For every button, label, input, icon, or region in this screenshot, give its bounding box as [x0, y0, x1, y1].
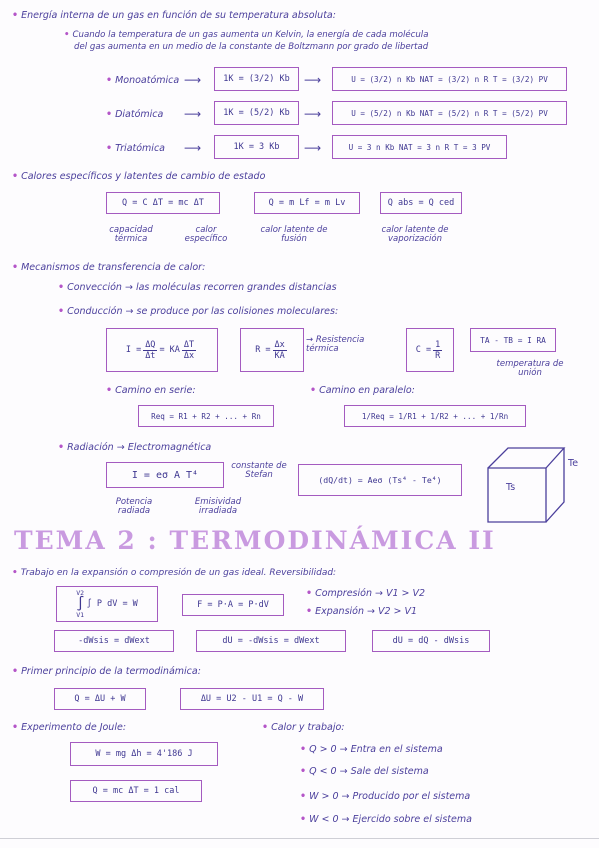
calor-heading: •Calor y trabajo: [262, 722, 345, 733]
expansion-line: •Expansión → V2 > V1 [306, 606, 418, 617]
formula-box-integral: V2∫V1 ∫ P dV = W [56, 586, 158, 622]
cube-outer-label: Te [568, 458, 579, 469]
arrow-icon: ⟶ [184, 107, 202, 121]
label-capacidad: capacidad térmica [109, 225, 153, 244]
cube-diagram [487, 447, 566, 523]
conveccion-line: •Convección → las moléculas recorren gra… [58, 282, 337, 293]
formula-box: U = 3 n Kb NAT = 3 n R T = 3 PV [332, 135, 507, 159]
formula-box: dU = dQ - dWsis [372, 630, 490, 652]
tema-title: TEMA 2 : TERMODINÁMICA II [14, 526, 496, 555]
row-label-monoatomica: •Monoatómica [106, 75, 180, 86]
formula-box: Q = C ΔT = mc ΔT [106, 192, 220, 214]
formula-box: -dWsis = dWext [54, 630, 174, 652]
label-emisividad: Emisividad irradiada [194, 497, 242, 516]
trabajo-heading: •Trabajo en la expansión o compresión de… [12, 568, 337, 578]
compresion-line: •Compresión → V1 > V2 [306, 588, 426, 599]
formula-box-radiacion-neta: (dQ/dt) = Aeσ (Ts⁴ - Te⁴) [298, 464, 462, 496]
cube-inner-label: Ts [506, 482, 516, 493]
arrow-icon: ⟶ [304, 73, 322, 87]
formula-box: W = mg Δh = 4'186 J [70, 742, 218, 766]
formula-box: U = (5/2) n Kb NAT = (5/2) n R T = (5/2)… [332, 101, 567, 125]
page-divider [0, 838, 599, 839]
formula-box: dU = -dWsis = dWext [196, 630, 346, 652]
formula-box: 1K = 3 Kb [214, 135, 299, 159]
label-resistencia-termica: → Resistencia térmica [306, 335, 365, 354]
formula-box: Q abs = Q ced [380, 192, 462, 214]
energia-note-1: •Cuando la temperatura de un gas aumenta… [64, 30, 429, 40]
formula-box: Q = ΔU + W [54, 688, 146, 710]
arrow-icon: ⟶ [184, 73, 202, 87]
formula-box: ΔU = U2 - U1 = Q - W [180, 688, 324, 710]
joule-heading: •Experimento de Joule: [12, 722, 127, 733]
label-temperatura-union: temperatura de unión [496, 359, 564, 378]
conduccion-line: •Conducción → se produce por las colisio… [58, 306, 339, 317]
calor-trabajo-item: •Q > 0 → Entra en el sistema [300, 744, 443, 755]
label-calor-vaporizacion: calor latente de vaporización [381, 225, 449, 244]
formula-box-temperatura: TA - TB = I RA [470, 328, 556, 352]
radiacion-line: •Radiación → Electromagnética [58, 442, 212, 453]
label-potencia: Potencia radiada [115, 497, 153, 516]
arrow-icon: ⟶ [184, 141, 202, 155]
row-label-diatomica: •Diatómica [106, 109, 164, 120]
label-stefan: constante de Stefan [231, 461, 287, 480]
formula-box-radiacion: I = eσ A T⁴ [106, 462, 224, 488]
serie-label: •Camino en serie: [106, 385, 196, 396]
formula-box-serie: Req = R1 + R2 + ... + Rn [138, 405, 274, 427]
formula-box-paralelo: 1/Req = 1/R1 + 1/R2 + ... + 1/Rn [344, 405, 526, 427]
calores-heading: •Calores específicos y latentes de cambi… [12, 171, 266, 182]
mecanismos-heading: •Mecanismos de transferencia de calor: [12, 262, 206, 273]
calor-trabajo-item: •W < 0 → Ejercido sobre el sistema [300, 814, 472, 825]
row-label-triatomica: •Triatómica [106, 143, 165, 154]
formula-box: Q = mc ΔT = 1 cal [70, 780, 202, 802]
label-calor-fusion: calor latente de fusión [260, 225, 328, 244]
formula-box: 1K = (3/2) Kb [214, 67, 299, 91]
formula-box-fuerza: F = P·A = P·dV [182, 594, 284, 616]
energia-note-2: del gas aumenta en un medio de la consta… [74, 42, 429, 52]
formula-box: Q = m Lf = m Lv [254, 192, 360, 214]
calor-trabajo-item: •W > 0 → Producido por el sistema [300, 791, 471, 802]
calor-trabajo-item: •Q < 0 → Sale del sistema [300, 766, 429, 777]
label-calor-especifico: calor específico [184, 225, 228, 244]
arrow-icon: ⟶ [304, 107, 322, 121]
arrow-icon: ⟶ [304, 141, 322, 155]
formula-box: U = (3/2) n Kb NAT = (3/2) n R T = (3/2)… [332, 67, 567, 91]
primer-heading: •Primer principio de la termodinámica: [12, 666, 201, 677]
paralelo-label: •Camino en paralelo: [310, 385, 415, 396]
formula-box: 1K = (5/2) Kb [214, 101, 299, 125]
energia-heading: •Energía interna de un gas en función de… [12, 10, 336, 21]
